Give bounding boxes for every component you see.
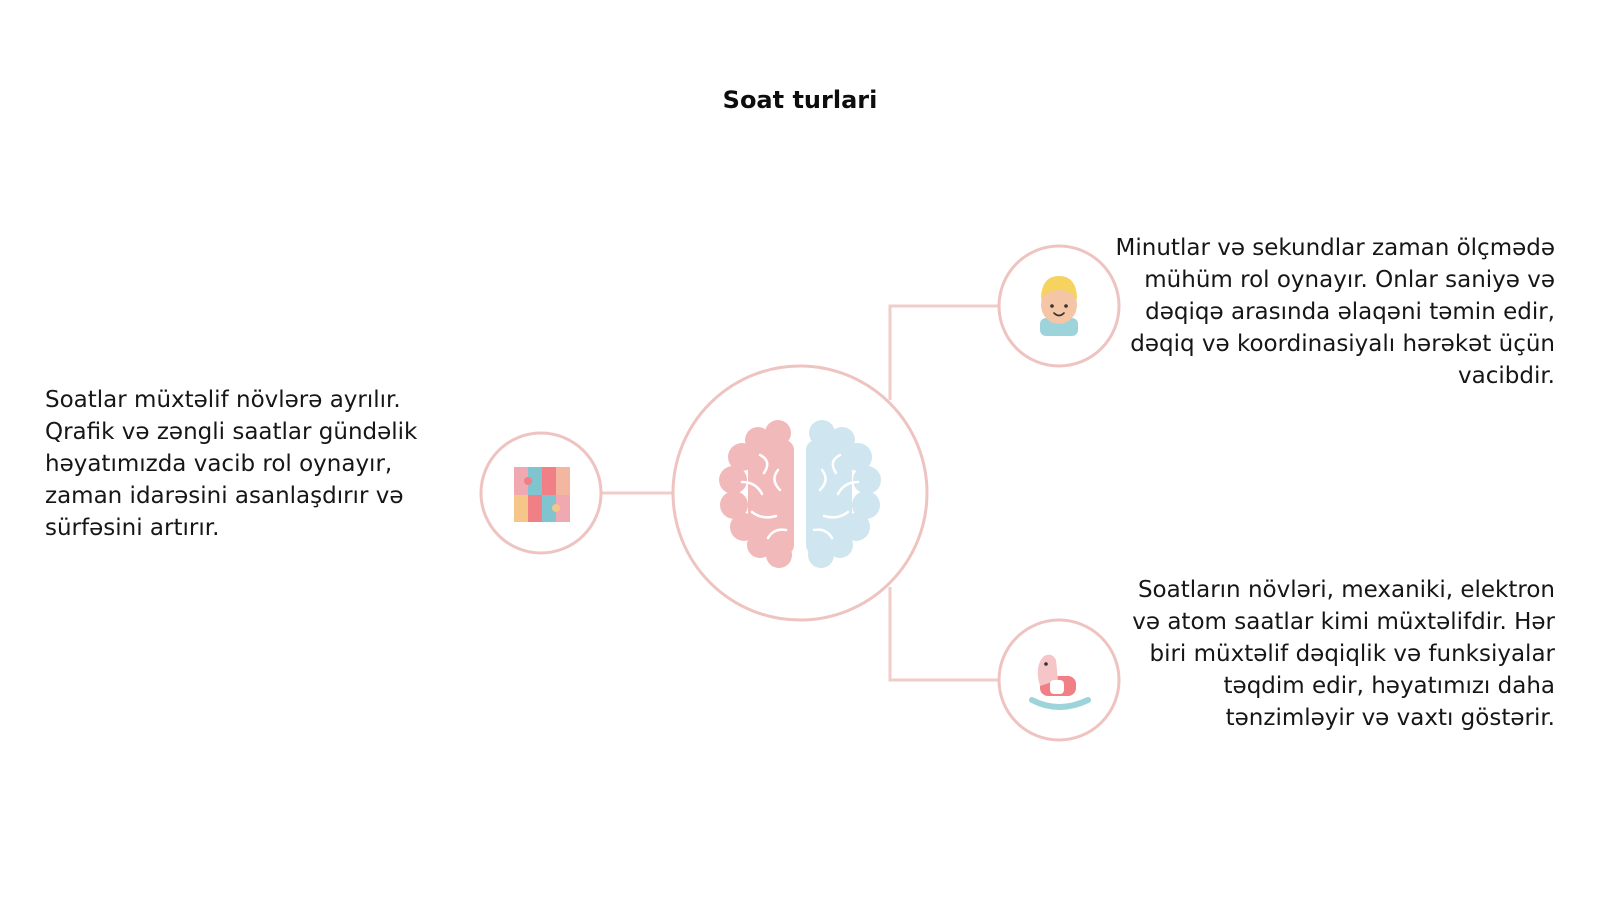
- connector-top-right: [888, 304, 998, 400]
- brain-icon: [719, 420, 881, 568]
- page-title: Soat turlari: [722, 86, 878, 114]
- top-right-description: Minutlar və sekundlar zaman ölçmədə mühü…: [1115, 235, 1555, 389]
- rocking-horse-icon: [1029, 654, 1091, 710]
- child-face-icon: [1040, 276, 1078, 336]
- connector-bottom-right: [888, 587, 998, 682]
- bottom-right-description: Soatların növləri, mexaniki, elektron və…: [1132, 577, 1555, 731]
- center-node: [671, 364, 929, 622]
- left-description: Soatlar müxtəlif növlərə ayrılır. Qrafik…: [45, 387, 418, 541]
- puzzle-icon: [514, 467, 570, 522]
